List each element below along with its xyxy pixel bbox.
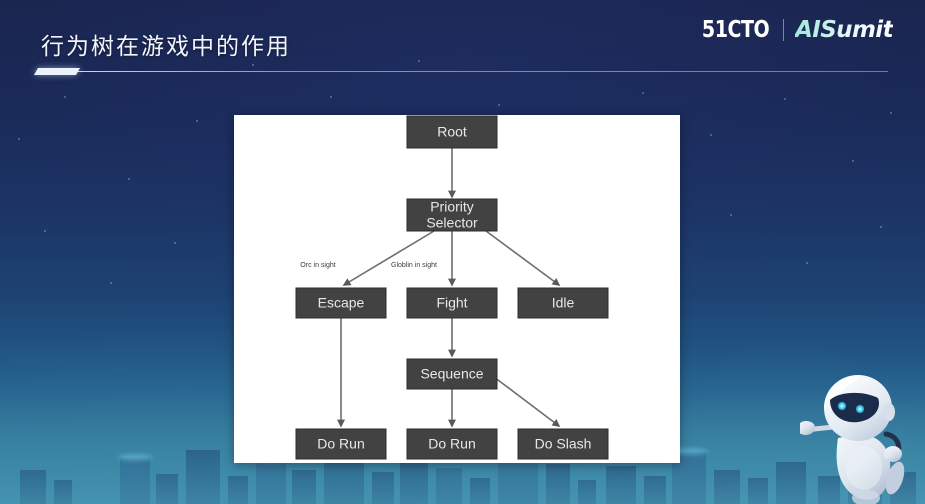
- tree-edges: [337, 148, 561, 428]
- robot-right-arm: [883, 431, 902, 462]
- robot-head: [824, 375, 895, 441]
- node-do-slash[interactable]: Do Slash: [517, 428, 609, 460]
- robot-fins: [852, 461, 905, 504]
- brand-logo: 51CTO AISumit: [699, 16, 894, 44]
- title-divider: [33, 68, 888, 75]
- node-do-run-2[interactable]: Do Run: [406, 428, 498, 460]
- brand-separator: [783, 19, 785, 41]
- tree-edge-labels: Orc in sight Globlin in sight: [300, 262, 437, 269]
- robot-mascot-svg: [797, 375, 905, 504]
- robot-visor: [830, 392, 880, 423]
- node-idle-label: Idle: [552, 295, 575, 311]
- robot-eye-left: [837, 401, 847, 411]
- node-do-run-2-label: Do Run: [428, 436, 475, 452]
- node-idle[interactable]: Idle: [517, 287, 609, 319]
- title-divider-line: [36, 71, 888, 72]
- node-priority-label-line1: Priority: [430, 199, 474, 215]
- edge-label-goblin: Globlin in sight: [391, 262, 437, 269]
- ai-robot-mascot: [797, 372, 922, 504]
- edge-label-orc: Orc in sight: [300, 262, 335, 269]
- node-priority-selector[interactable]: Priority Selector: [406, 198, 498, 232]
- node-fight[interactable]: Fight: [406, 287, 498, 319]
- node-fight-label: Fight: [436, 295, 467, 311]
- node-escape-label: Escape: [318, 295, 365, 311]
- robot-eye-right: [855, 404, 865, 414]
- node-do-run-1[interactable]: Do Run: [295, 428, 387, 460]
- node-root[interactable]: Root: [406, 115, 498, 149]
- page-title: 行为树在游戏中的作用: [41, 34, 291, 60]
- edge-sequence-doslash: [493, 376, 561, 427]
- edge-priority-idle: [485, 230, 561, 286]
- behavior-tree-svg: Orc in sight Globlin in sight Root Prior…: [295, 115, 609, 460]
- brand-aisummit-text: AISumit: [795, 17, 894, 43]
- tree-nodes: Root Priority Selector Escape Fight: [295, 115, 609, 460]
- robot-left-arm: [797, 420, 836, 436]
- node-root-label: Root: [437, 124, 467, 140]
- node-do-run-1-label: Do Run: [317, 436, 364, 452]
- behavior-tree-diagram: Orc in sight Globlin in sight Root Prior…: [234, 115, 680, 463]
- node-escape[interactable]: Escape: [295, 287, 387, 319]
- brand-51cto-text: 51CTO: [701, 17, 770, 43]
- node-sequence-label: Sequence: [420, 366, 483, 382]
- title-divider-nib: [33, 68, 81, 75]
- node-sequence[interactable]: Sequence: [406, 358, 498, 390]
- edge-priority-escape: [342, 230, 435, 286]
- node-do-slash-label: Do Slash: [535, 436, 592, 452]
- node-priority-label-line2: Selector: [426, 215, 478, 231]
- robot-body: [836, 434, 891, 500]
